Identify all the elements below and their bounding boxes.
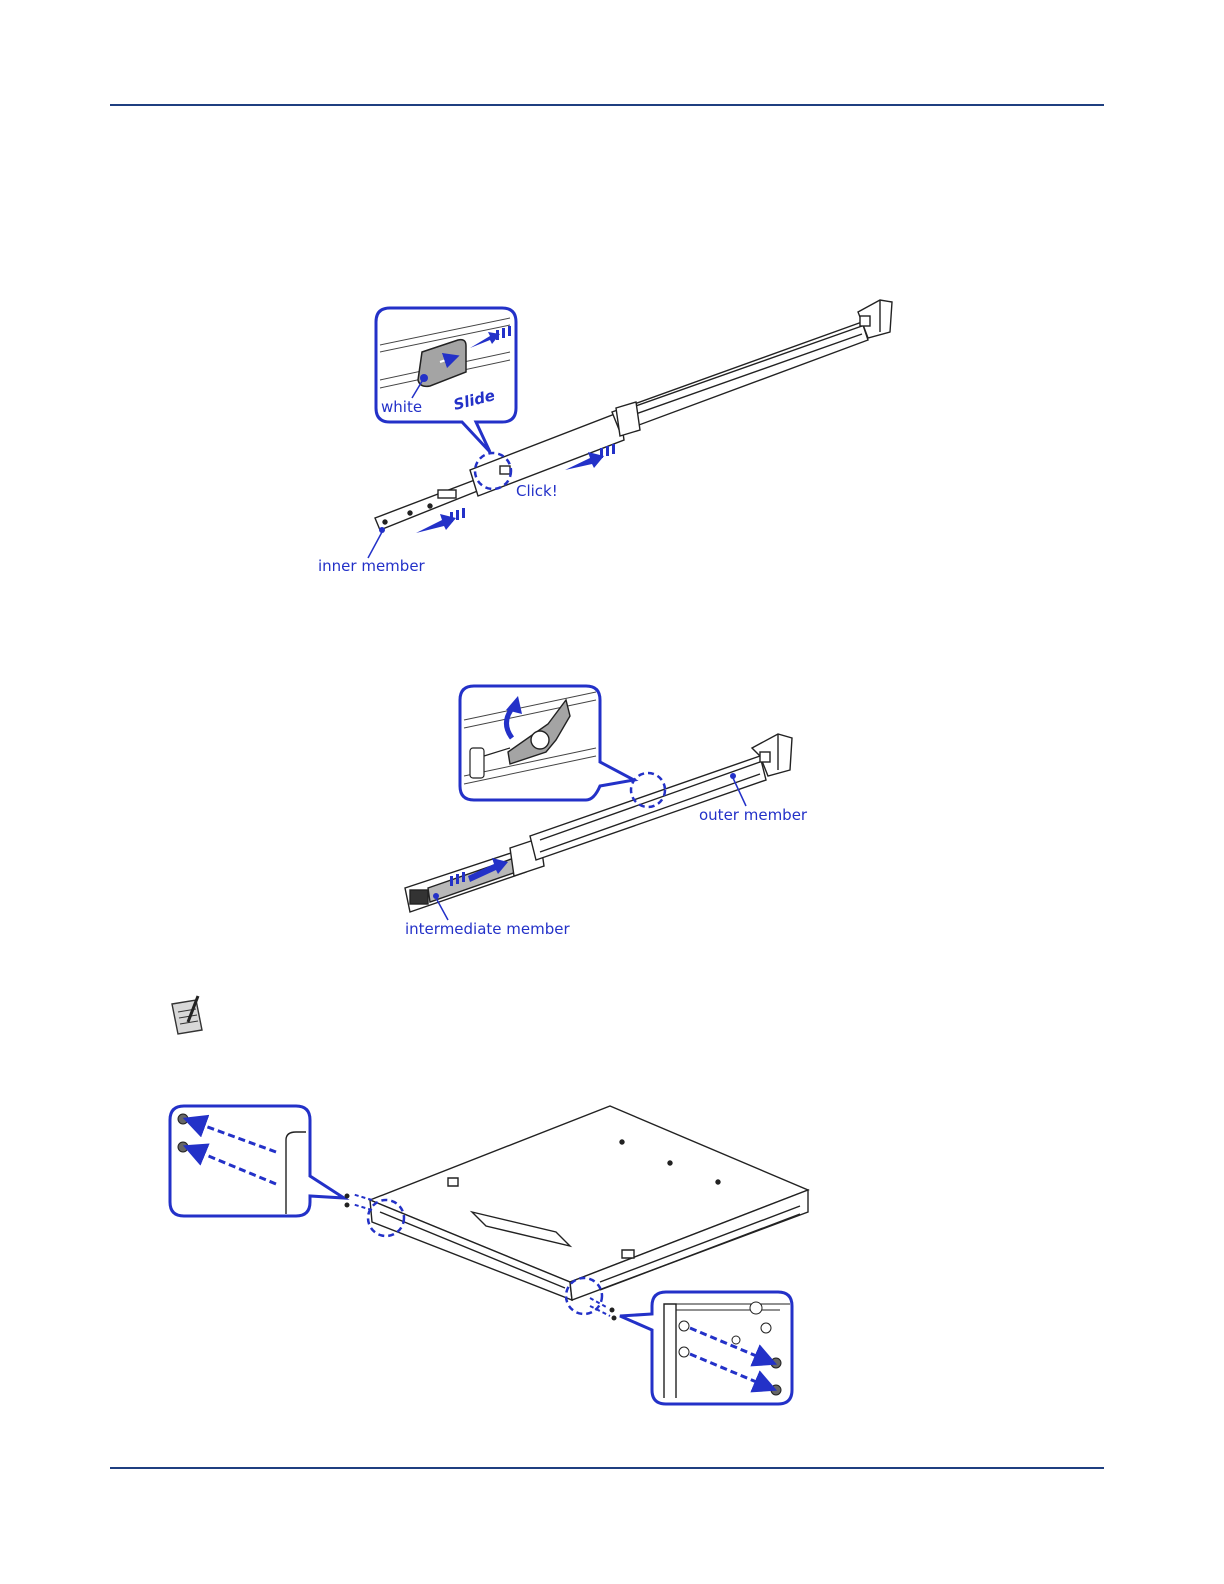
callout-rear-screws [620,1292,792,1404]
label-click: Click! [516,482,558,500]
screw-icon [771,1385,781,1395]
server-chassis-figure [170,1106,808,1404]
screw-icon [178,1142,188,1152]
rail-figure-2: outer member intermediate member [405,686,808,938]
label-white: white [381,398,422,416]
rail-figure-1: white Slide Click! inner member [318,300,892,575]
label-outer-member: outer member [699,806,808,824]
callout-release-lever [460,686,634,800]
callout-front-screws [170,1106,344,1216]
label-intermediate-member: intermediate member [405,920,570,938]
callout-slide-latch: white Slide [376,308,516,452]
label-inner-member: inner member [318,557,426,575]
chassis-body [370,1106,808,1300]
note-pad-icon [172,996,202,1034]
screw-icon [178,1114,188,1124]
screw-icon [771,1358,781,1368]
